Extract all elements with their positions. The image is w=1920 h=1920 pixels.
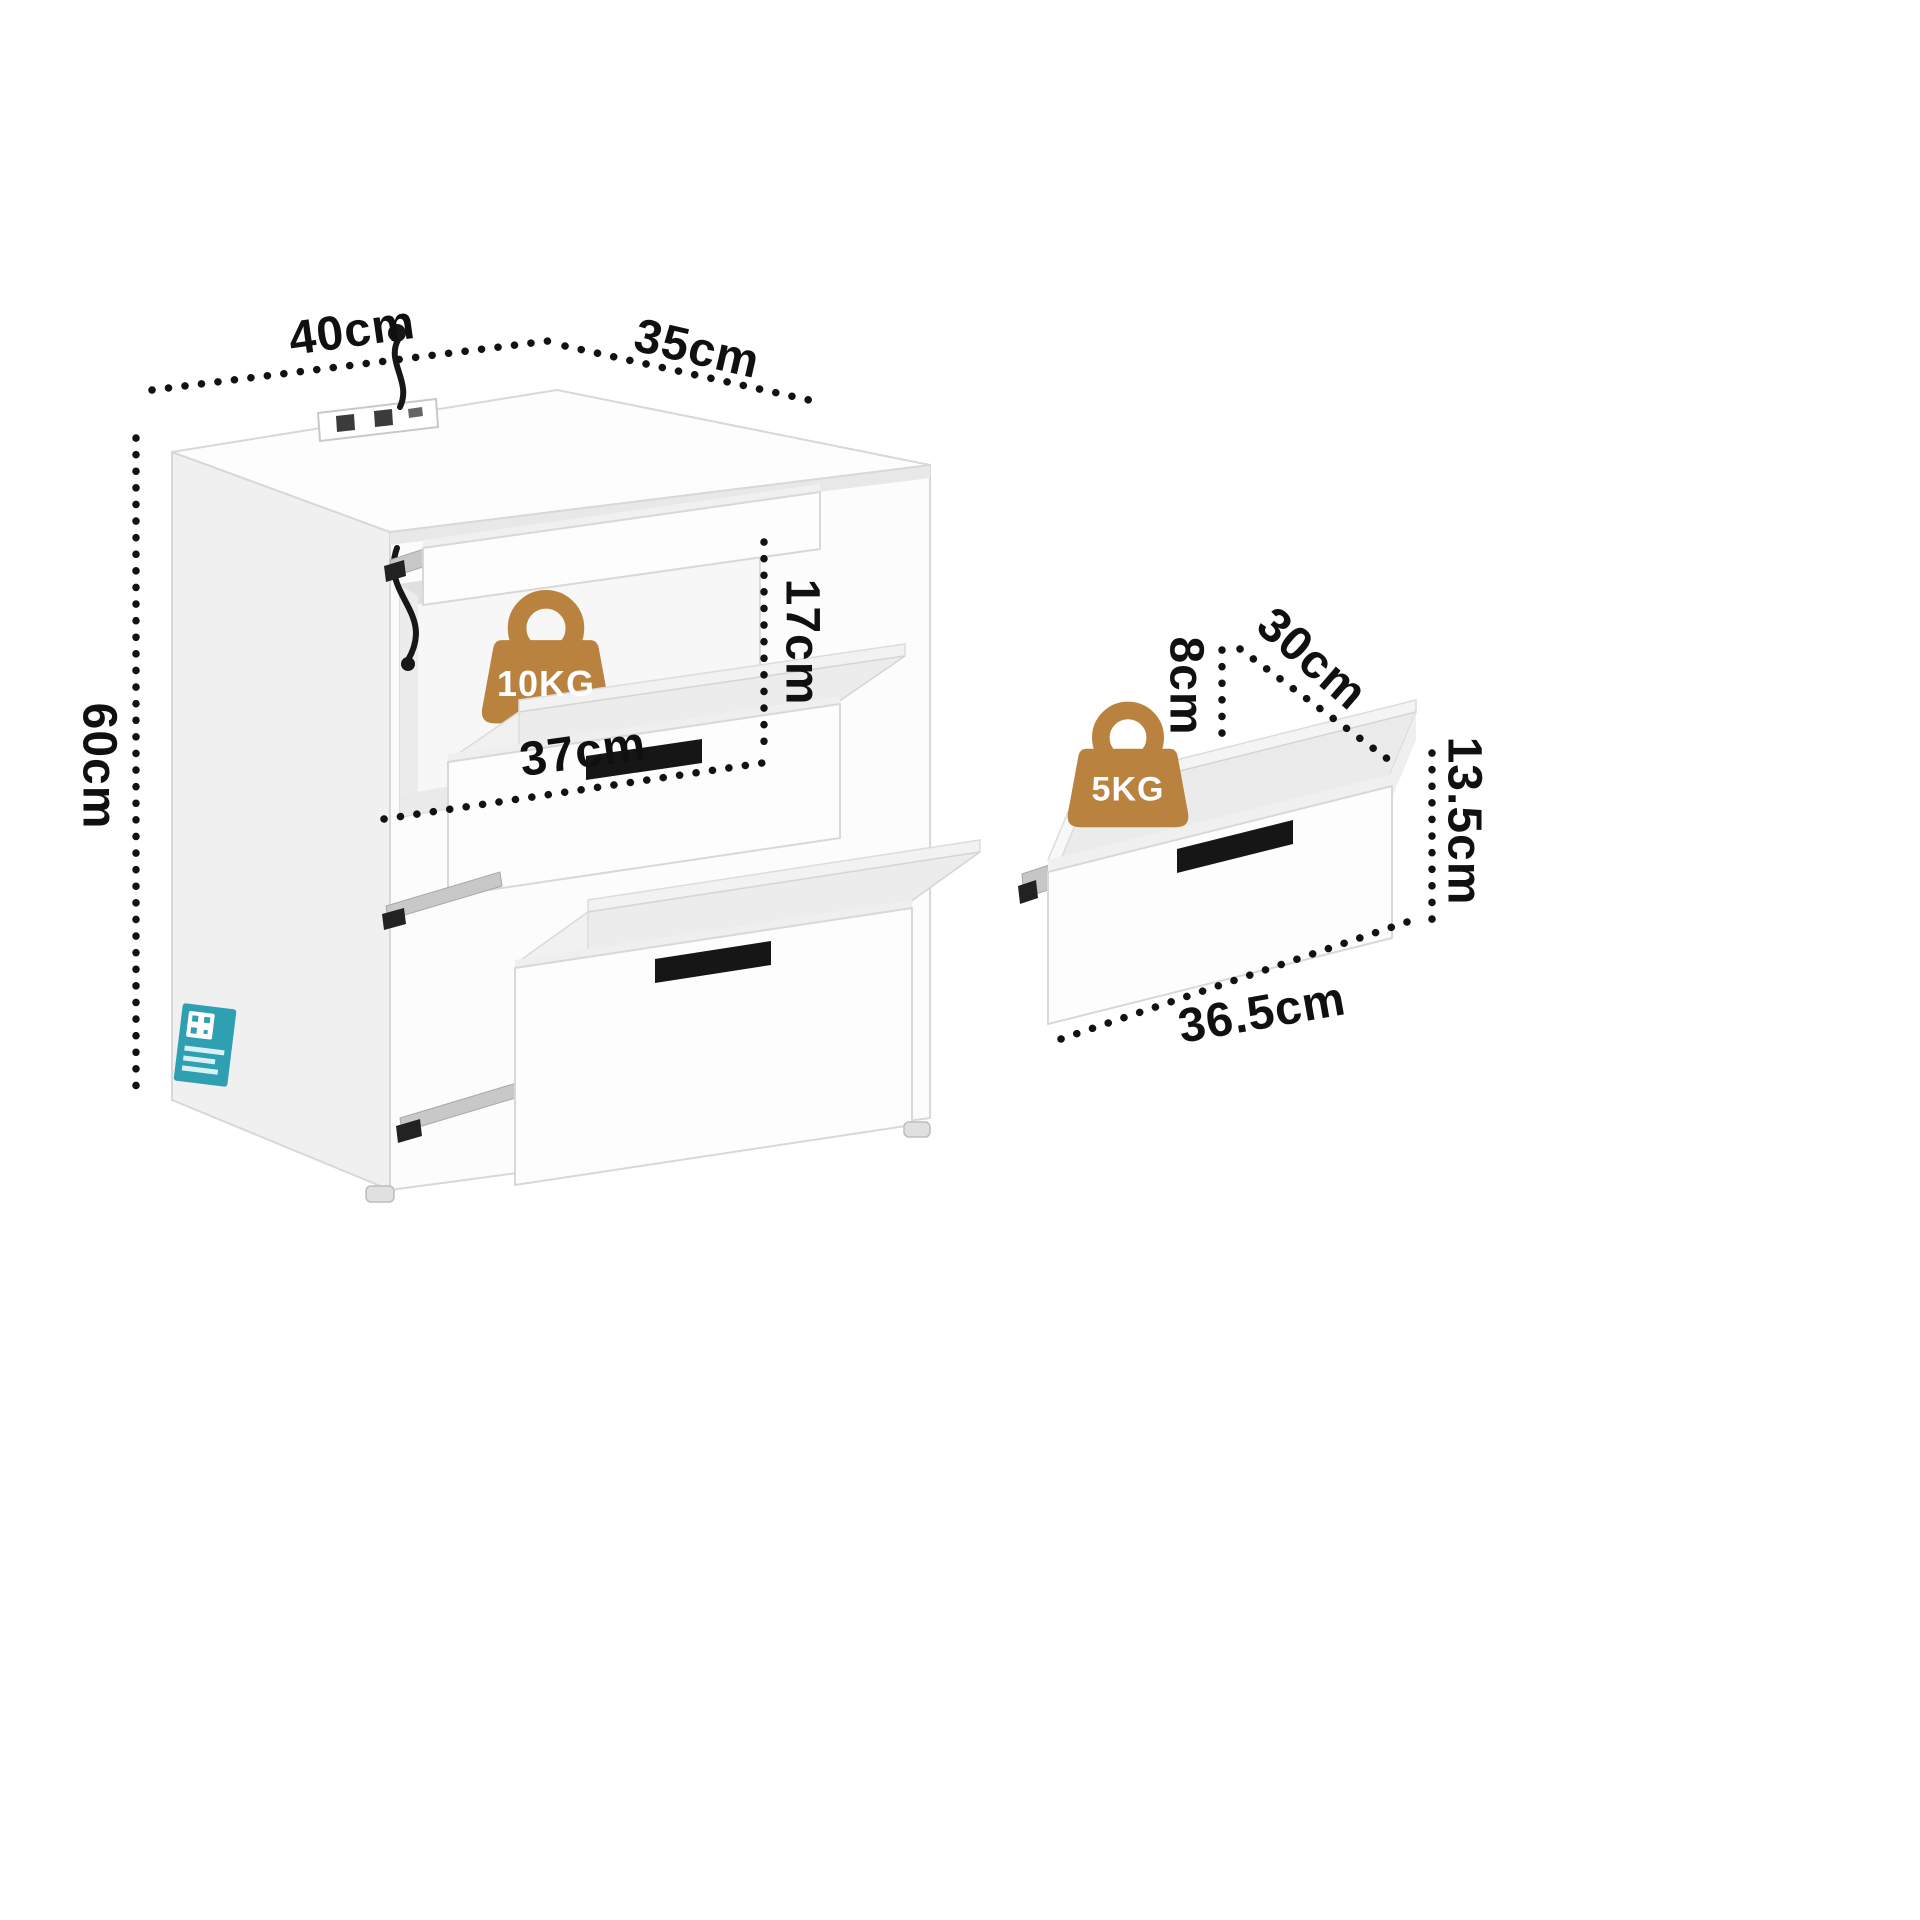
drawer-handle <box>586 739 702 780</box>
drawer-rails <box>382 871 543 1143</box>
product-sticker <box>173 1003 237 1087</box>
power-cable-top <box>388 324 407 410</box>
dim-line-cabinet-depth <box>561 342 822 406</box>
dim-line-drawer-width <box>1057 918 1411 1043</box>
middle-drawer <box>447 643 906 897</box>
drawer-handle <box>1177 820 1293 873</box>
dim-label-cabinet-height: 60cm <box>72 702 126 830</box>
dim-line-drawer-depth <box>1236 645 1401 770</box>
drawer-handle <box>655 941 771 983</box>
standalone-drawer-illustration <box>1018 699 1418 1025</box>
dimension-lines <box>132 337 1436 1096</box>
dim-line-cabinet-width <box>148 337 552 394</box>
cabinet-feet <box>365 1121 931 1203</box>
qr-code <box>186 1011 215 1040</box>
drawer-capacity-label: 5KG <box>1091 770 1165 809</box>
dim-label-shelf-height: 17cm <box>775 578 829 706</box>
weight-5kg-icon <box>1067 701 1189 828</box>
dim-label-drawer-inner-height: 8cm <box>1159 636 1213 736</box>
top-drawer <box>384 484 821 606</box>
dim-label-drawer-front-height: 13.5cm <box>1437 736 1491 906</box>
dim-line-shelf-width <box>380 758 773 823</box>
bottom-drawer <box>514 839 981 1186</box>
cabinet-illustration <box>171 324 981 1203</box>
cabinet-top-edge <box>390 465 930 545</box>
power-outlet <box>316 397 440 443</box>
shelf-capacity-label: 10KG <box>496 663 596 704</box>
